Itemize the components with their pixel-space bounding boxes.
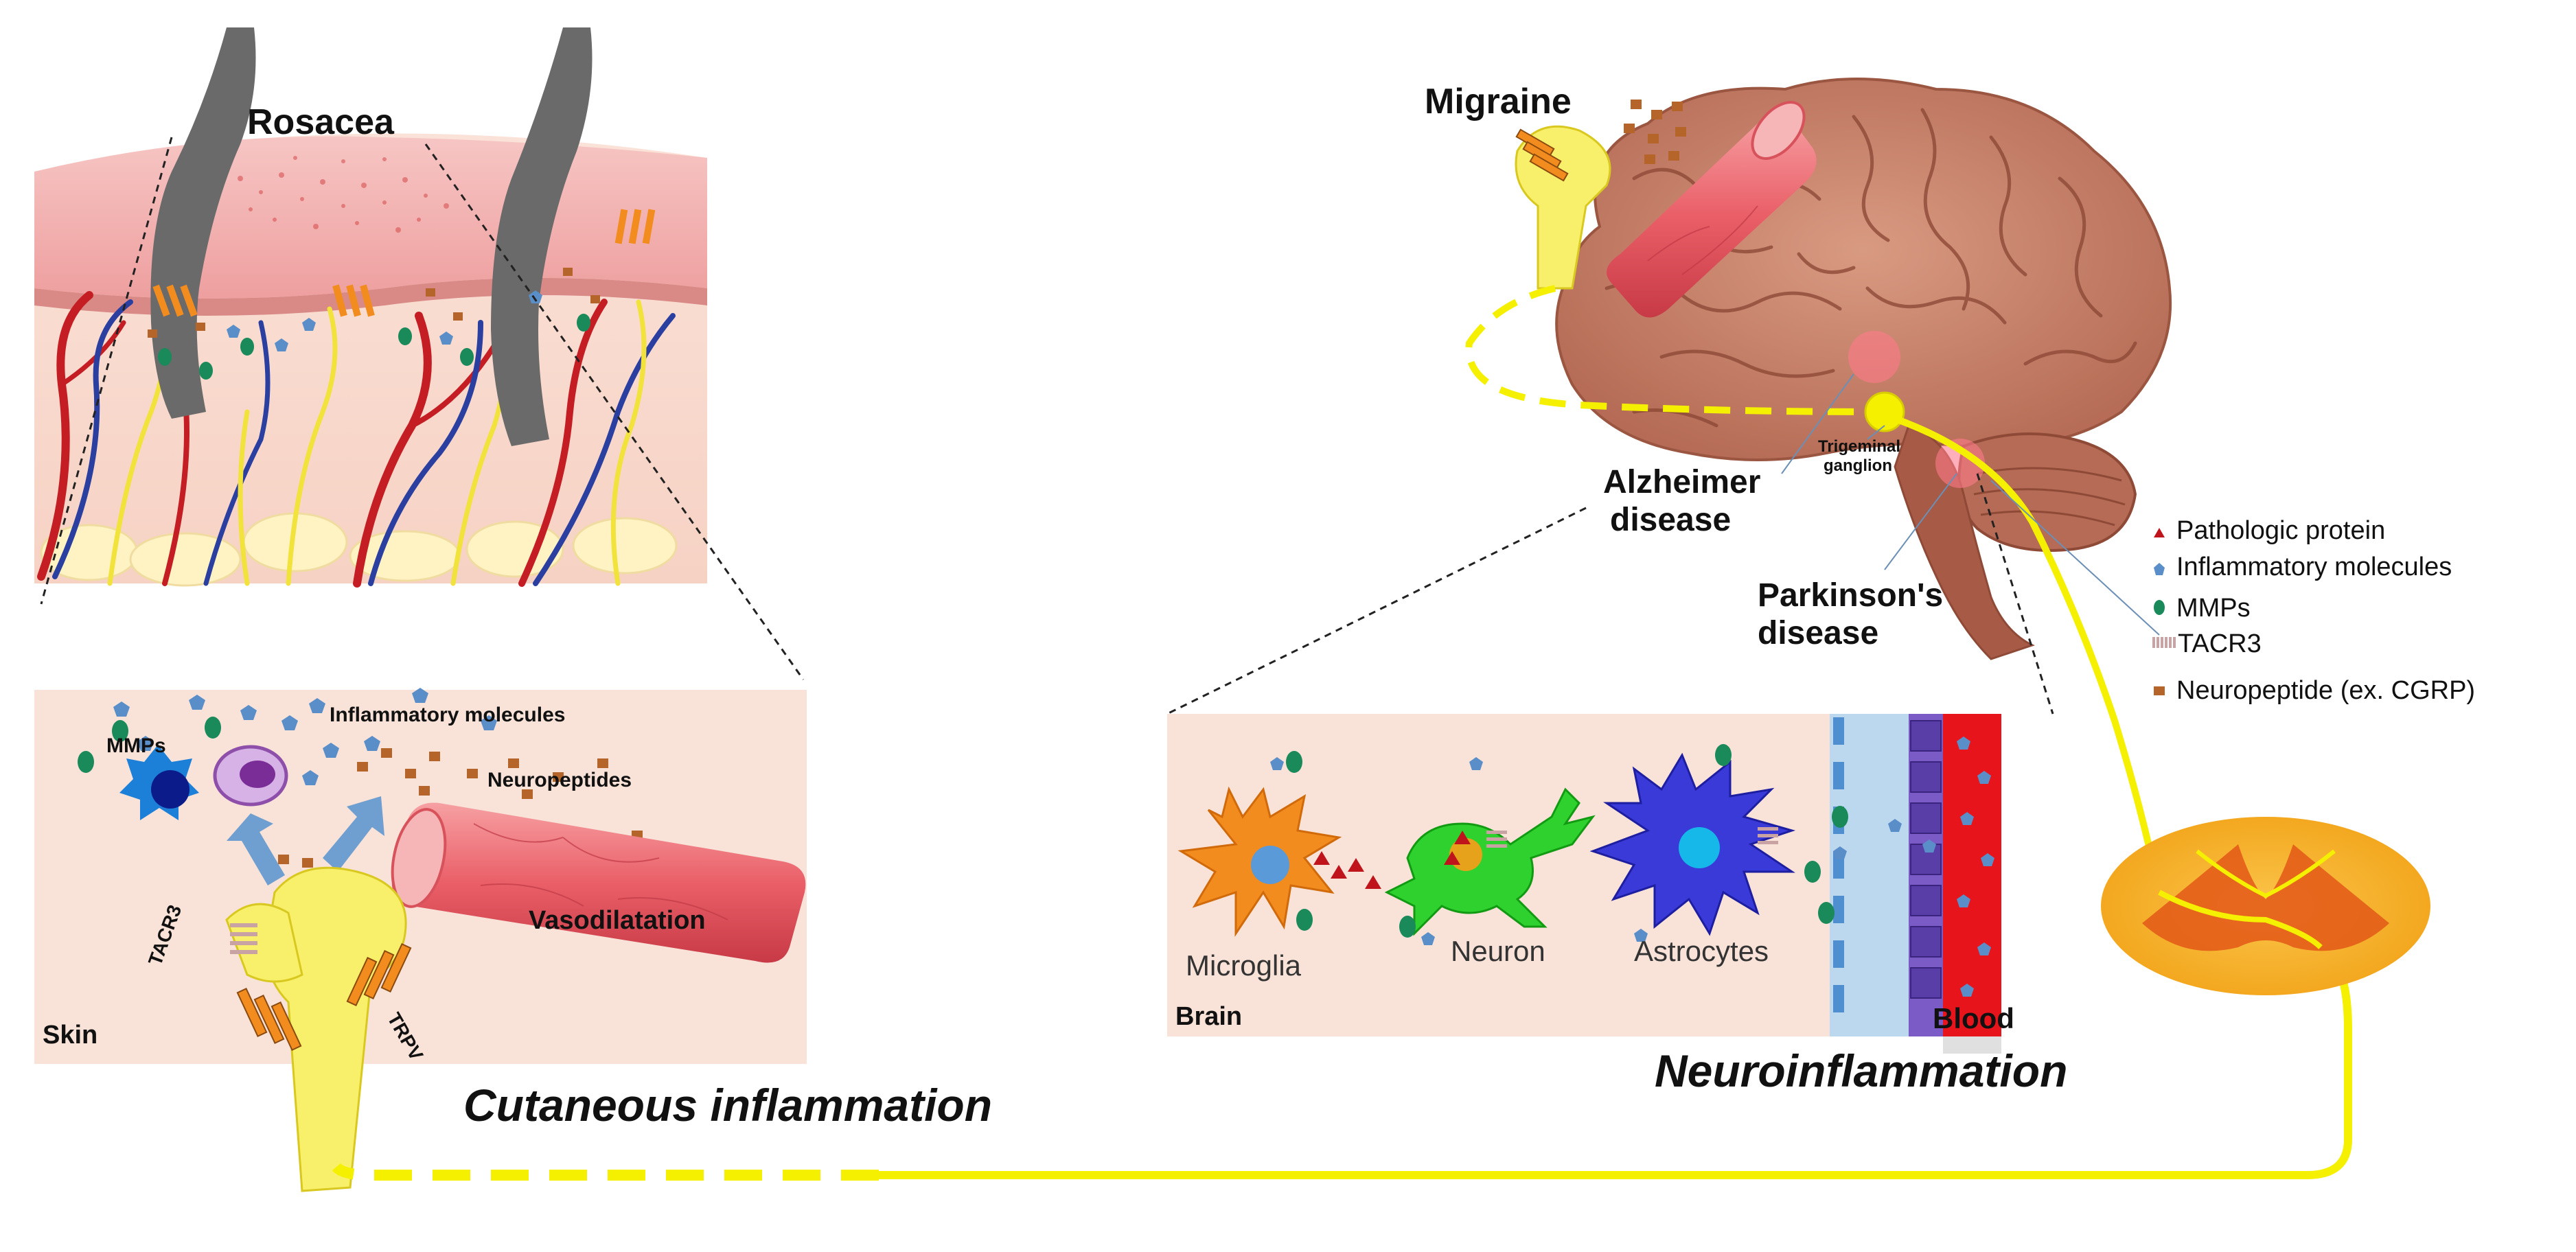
astrocyte-cell <box>1589 752 1796 936</box>
rosacea-label: Rosacea <box>247 102 394 142</box>
mast-cell <box>119 745 199 820</box>
blood-label: Blood <box>1933 1002 2014 1034</box>
skin-nerve-terminal <box>225 866 412 1192</box>
migraine-label: Migraine <box>1425 82 1572 121</box>
migraine-vessel <box>1607 101 1817 318</box>
trigeminal-nerve-dashed <box>1465 285 1885 415</box>
mmps-label: MMPs <box>106 734 166 757</box>
hair-follicles <box>150 27 593 446</box>
trpv-receptors <box>236 942 412 1052</box>
legend-label: TACR3 <box>2178 629 2262 658</box>
skin-label: Skin <box>43 1021 98 1050</box>
alzheimer-label-line2: disease <box>1610 502 1732 539</box>
skin-block <box>34 27 805 680</box>
alzheimer-label-line1: Alzheimer <box>1603 464 1761 500</box>
blue-pentagon-icon <box>2154 563 2165 575</box>
green-leaf-icon <box>2154 600 2165 615</box>
skin-molecules <box>148 268 600 380</box>
skin-inset-panel <box>34 688 807 1064</box>
legend-item-mmps: MMPs <box>2176 594 2251 623</box>
label-pointers <box>1781 373 2160 636</box>
legend-item-pathologic-protein: Pathologic protein <box>2176 516 2385 546</box>
neuropeptides-label: Neuropeptides <box>487 769 632 791</box>
parkinsons-label: Parkinson's disease <box>1758 577 1943 652</box>
parkinsons-label-line2: disease <box>1758 615 1879 652</box>
pathologic-proteins <box>1313 831 1471 889</box>
neuroinflammation-caption: Neuroinflammation <box>1655 1045 2068 1096</box>
brown-square-icon <box>2154 686 2165 695</box>
alzheimer-label: Alzheimer disease <box>1603 463 1760 539</box>
vasodilatation-label: Vasodilatation <box>529 906 706 935</box>
neuron-label: Neuron <box>1451 935 1545 967</box>
brain-label: Brain <box>1175 1002 1243 1031</box>
legend-item-neuropeptide: Neuropeptide (ex. CGRP) <box>2176 676 2475 706</box>
skin-blood-vessel <box>391 802 806 963</box>
trigeminal-label-line1: Trigeminal <box>1818 437 1901 456</box>
astrocytes-label: Astrocytes <box>1634 935 1769 967</box>
cutaneous-inflammation-caption: Cutaneous inflammation <box>463 1080 993 1131</box>
legend-icons <box>2152 528 2176 695</box>
tacr3-receptor <box>230 923 257 954</box>
plasma-cell <box>213 745 288 807</box>
spinal-cord <box>2101 817 2430 995</box>
trigeminal-ganglion-label: Trigeminal ganglion <box>1818 437 1900 475</box>
inset-molecules <box>78 688 643 912</box>
legend-label: Inflammatory molecules <box>2176 553 2452 581</box>
legend-label: Neuropeptide (ex. CGRP) <box>2176 676 2476 705</box>
legend-item-inflammatory-molecules: Inflammatory molecules <box>2176 553 2452 582</box>
peripheral-nerve-dashed <box>332 1163 879 1181</box>
parkinsons-label-line1: Parkinson's <box>1758 577 1944 614</box>
activation-arrows <box>227 796 384 885</box>
red-triangle-icon <box>2154 528 2165 537</box>
inflammatory-molecules-label: Inflammatory molecules <box>330 704 566 726</box>
legend-item-tacr3: TACR3 <box>2178 629 2262 659</box>
trigeminal-label-line2: ganglion <box>1824 456 1892 475</box>
skin-receptors <box>152 209 656 317</box>
brain <box>1555 78 2172 660</box>
legend-label: MMPs <box>2176 594 2251 623</box>
microglia-label: Microglia <box>1186 949 1302 982</box>
brain-inset-panel <box>1167 714 2001 1054</box>
legend-label: Pathologic protein <box>2176 516 2386 545</box>
migraine-nerve-terminal <box>1515 100 1686 290</box>
microglia-cell <box>1177 786 1342 937</box>
descending-nerve <box>1894 415 2163 894</box>
receptor-comb-icon <box>2152 637 2176 648</box>
rosacea-speckles <box>238 156 449 233</box>
